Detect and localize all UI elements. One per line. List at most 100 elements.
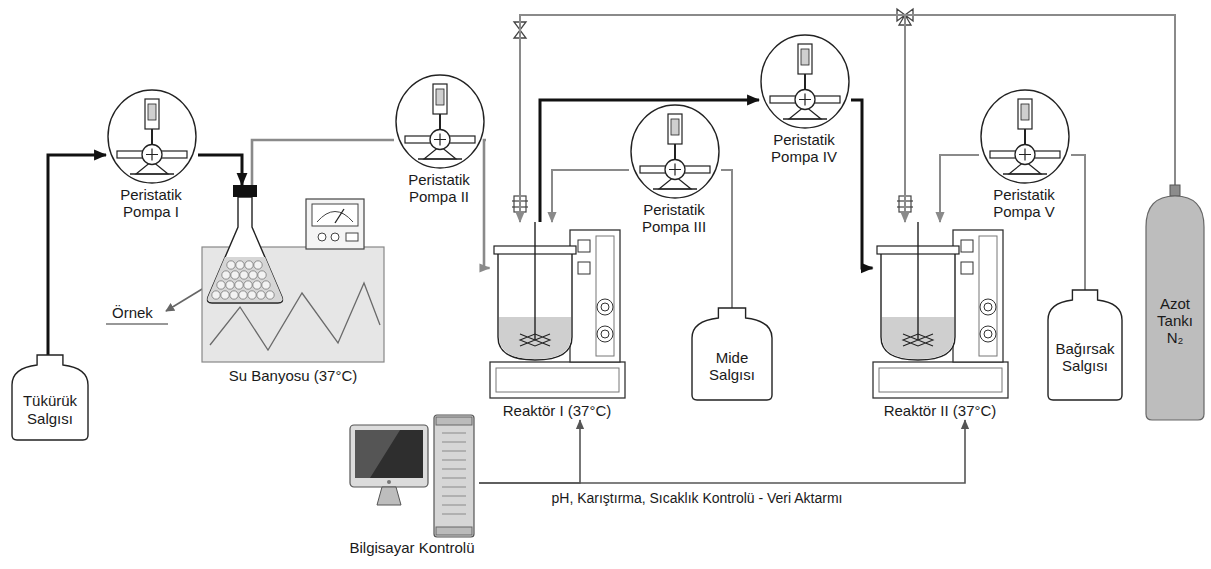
sample-bead <box>239 291 247 299</box>
pump-foot <box>418 158 462 160</box>
secretion-bottle: Mide Salgısı <box>692 308 772 400</box>
reactor-outline <box>873 222 1008 400</box>
shape-group <box>12 355 88 440</box>
shape-group <box>490 222 625 398</box>
node-label: Mide Salgısı <box>696 349 768 384</box>
sample-bead <box>254 261 262 269</box>
node-label: Tükürük Salgısı <box>16 392 84 427</box>
pump-housing <box>631 105 719 198</box>
flow-line <box>721 170 732 308</box>
pump-motor-core <box>148 104 156 120</box>
sample-bead <box>236 261 244 269</box>
shape-group <box>692 308 772 400</box>
pump-housing <box>761 35 849 128</box>
flow-line <box>520 15 1175 222</box>
sample-bead <box>253 281 261 289</box>
callout-label: Örnek <box>110 304 155 321</box>
label-underline <box>106 323 168 324</box>
pump-motor-core <box>436 89 444 105</box>
pump-rotor-cross <box>1019 149 1031 161</box>
pump-foot <box>1003 173 1047 175</box>
controller-knob <box>980 299 996 315</box>
bath-meter <box>306 199 364 249</box>
pump-rotor <box>795 90 815 110</box>
flask-body <box>208 197 283 303</box>
pump-motor <box>668 114 682 144</box>
tank-body <box>1146 196 1204 420</box>
monitor-logo <box>387 480 391 484</box>
text-block: Peristatik Pompa V <box>982 186 1066 221</box>
tower-vent <box>442 442 466 443</box>
flow-line <box>940 155 979 222</box>
node-label: Peristatik Pompa IV <box>762 131 846 166</box>
controller-display <box>578 262 590 274</box>
pump-rotor-cross <box>799 94 811 106</box>
gas-valve <box>514 9 913 38</box>
peristaltic-pump: Peristatik Pompa I <box>106 89 198 221</box>
sample-bead <box>258 271 266 279</box>
tower-handle <box>436 527 472 535</box>
controller-display <box>961 240 973 252</box>
flask-stopper <box>233 185 257 197</box>
node-label: Su Banyosu (37°C) <box>228 367 359 384</box>
flow-line <box>48 155 106 355</box>
peristaltic-pump: Peristatik Pompa V <box>979 89 1071 221</box>
sample-bead <box>235 281 243 289</box>
pump-housing <box>396 75 484 168</box>
text-block: Su Banyosu (37°C) <box>228 367 359 384</box>
tower-vent <box>442 460 466 461</box>
node-label: Peristatik Pompa V <box>982 186 1066 221</box>
sample-bead <box>266 291 274 299</box>
pump-stem <box>1024 129 1026 144</box>
pump-housing <box>108 90 196 183</box>
sample-bead <box>226 281 234 289</box>
reactor: Reaktör I (37°C) <box>490 222 625 420</box>
pump-rotor-cross <box>146 149 158 161</box>
sample-bead <box>240 271 248 279</box>
sample-bead <box>244 281 252 289</box>
pump-stem <box>151 129 153 144</box>
flow-line <box>484 140 490 268</box>
tower-handle <box>436 417 472 425</box>
peristaltic-pump-outline <box>760 34 850 129</box>
pump-rotor <box>1015 145 1035 165</box>
nitrogen-tank: Azot Tankı N₂ <box>1146 185 1204 420</box>
shape-group <box>1146 185 1204 420</box>
controller-display <box>578 240 590 252</box>
pump-rotor <box>430 130 450 150</box>
tower-vent <box>442 496 466 497</box>
shape-group <box>631 105 719 198</box>
pump-rotor-cross <box>669 164 681 176</box>
pump-motor <box>798 44 812 74</box>
tower-vent <box>442 469 466 470</box>
reactor-controller <box>570 230 620 362</box>
controller-knob <box>597 299 613 315</box>
shape-group <box>108 90 196 183</box>
pump-stem <box>439 114 441 129</box>
reactor: Reaktör II (37°C) <box>873 222 1008 420</box>
text-block: Reaktör II (37°C) <box>883 402 998 419</box>
pump-motor-core <box>671 119 679 135</box>
secretion-bottle: Tükürük Salgısı <box>12 355 88 440</box>
node-label: Peristatik Pompa I <box>109 186 193 221</box>
control-computer-outline <box>350 415 475 537</box>
pump-motor <box>145 99 159 129</box>
node-label: Bilgisayar Kontrolü <box>348 539 476 556</box>
controller-knob-core <box>984 330 992 338</box>
edge-label: pH, Karıştırma, Sıcaklık Kontrolü - Veri… <box>550 490 845 506</box>
shape-group <box>1048 290 1122 400</box>
pump-foot <box>130 173 174 175</box>
shape-group <box>981 90 1069 183</box>
stirrer-impeller <box>903 334 933 346</box>
text-block: Peristatik Pompa IV <box>762 131 846 166</box>
text-block: Reaktör I (37°C) <box>502 402 613 419</box>
controller-knob <box>980 326 996 342</box>
flow-line <box>479 420 965 483</box>
text-block: Tükürük Salgısı <box>16 383 84 436</box>
text-block: Peristatik Pompa III <box>632 201 716 236</box>
controller-panel <box>979 236 997 356</box>
tower-vent <box>442 451 466 452</box>
bath-switch <box>346 233 358 241</box>
bath-knob <box>318 233 326 241</box>
flask-liquid <box>208 257 283 302</box>
